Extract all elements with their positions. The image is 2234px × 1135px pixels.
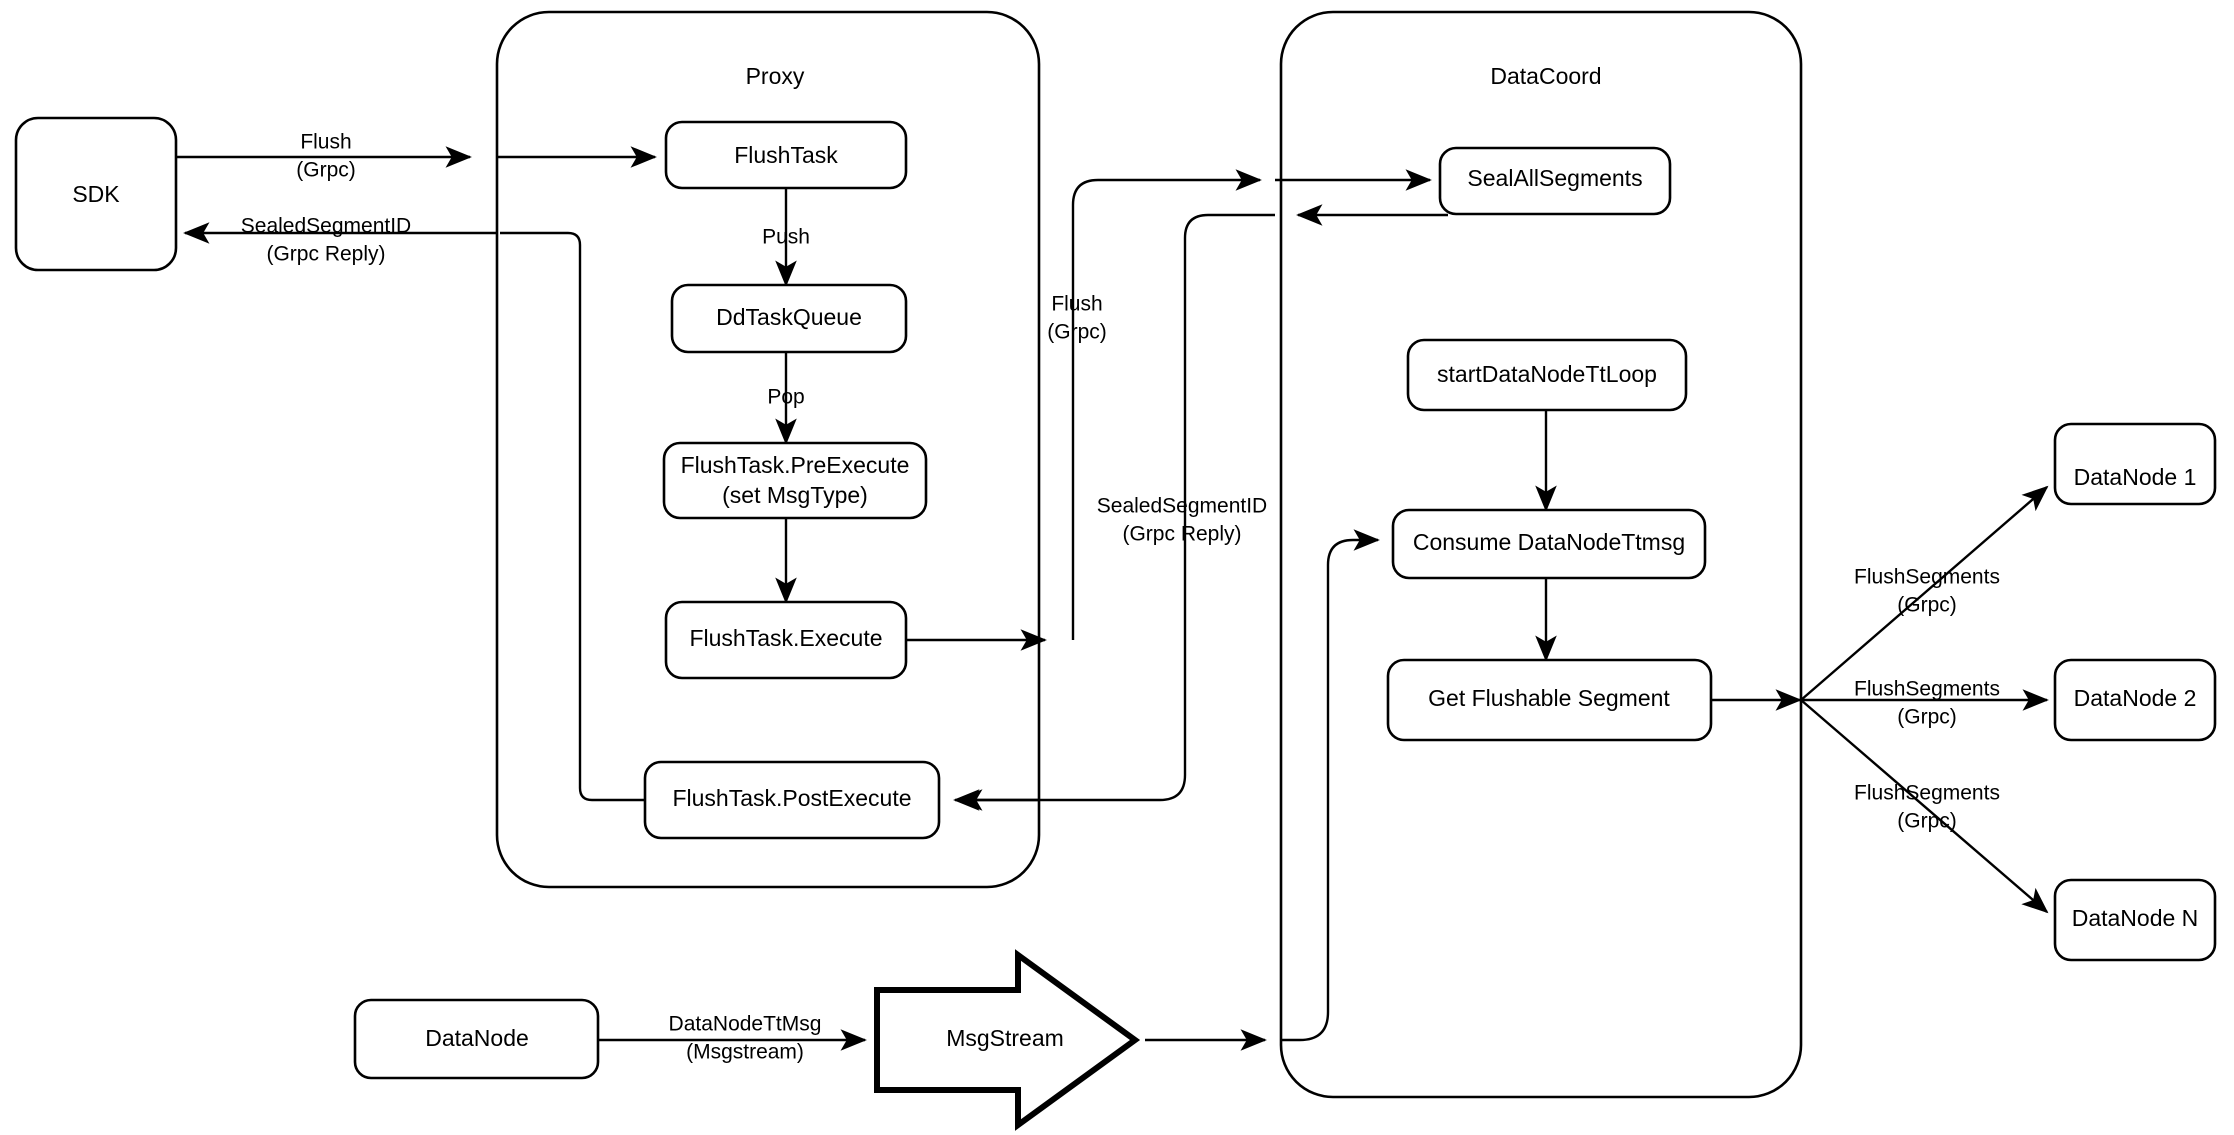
node-sealallsegments-label: SealAllSegments bbox=[1467, 165, 1642, 191]
datacoord-container-title: DataCoord bbox=[1490, 63, 1601, 89]
node-datanode-source-label: DataNode bbox=[425, 1025, 529, 1051]
edge-label-sdk-flush-line1: Flush bbox=[300, 131, 351, 154]
edge-flush-rail-to-datacoord bbox=[1071, 169, 1262, 640]
node-consume-datanode-ttmsg[interactable]: Consume DataNodeTtmsg bbox=[1391, 508, 1707, 580]
node-flushtask-preexecute-box[interactable] bbox=[662, 441, 928, 520]
edge-junction-to-datanode1 bbox=[1800, 485, 2049, 701]
edge-label-datanodettmsg-line2: (Msgstream) bbox=[686, 1041, 804, 1064]
node-flushtask-execute[interactable]: FlushTask.Execute bbox=[664, 600, 908, 680]
edge-label-flushsegments2-line1: FlushSegments bbox=[1854, 678, 2000, 701]
node-flushtask[interactable]: FlushTask bbox=[664, 120, 908, 190]
edge-postexecute-to-sdk-rail bbox=[500, 231, 645, 802]
node-startdatanodettloop-label: startDataNodeTtLoop bbox=[1437, 361, 1657, 387]
edge-label-sealedsegmentid-line2: (Grpc Reply) bbox=[1122, 523, 1241, 546]
node-msgstream-arrow-shape[interactable] bbox=[874, 949, 1141, 1131]
node-flushtask-postexecute[interactable]: FlushTask.PostExecute bbox=[643, 760, 941, 840]
node-startdatanodettloop-box[interactable] bbox=[1406, 338, 1688, 412]
node-datanode-1[interactable]: DataNode 1 bbox=[2053, 422, 2217, 506]
node-flushtask-label: FlushTask bbox=[734, 142, 838, 168]
node-sdk[interactable]: SDK bbox=[14, 116, 178, 272]
node-datanode-2-label: DataNode 2 bbox=[2074, 685, 2197, 711]
node-flushtask-execute-label: FlushTask.Execute bbox=[689, 625, 882, 651]
proxy-container: Proxy bbox=[495, 10, 1041, 889]
edge-label-flush-grpc-line1: Flush bbox=[1051, 293, 1102, 316]
node-datanode-n[interactable]: DataNode N bbox=[2053, 878, 2217, 962]
node-flushtask-box[interactable] bbox=[664, 120, 908, 190]
node-datanode-n-box[interactable] bbox=[2053, 878, 2217, 962]
datacoord-container-outline bbox=[1279, 10, 1803, 1099]
node-flushtask-postexecute-box[interactable] bbox=[643, 760, 941, 840]
edge-label-flushsegments2-line2: (Grpc) bbox=[1897, 706, 1957, 729]
node-msgstream[interactable]: MsgStream bbox=[874, 949, 1141, 1131]
edge-label-sdk-flush-line2: (Grpc) bbox=[296, 159, 356, 182]
node-datanode-2[interactable]: DataNode 2 bbox=[2053, 658, 2217, 742]
node-flushtask-preexecute-label-line2: (set MsgType) bbox=[722, 482, 868, 508]
node-consume-datanode-ttmsg-box[interactable] bbox=[1391, 508, 1707, 580]
proxy-container-title: Proxy bbox=[746, 63, 805, 89]
edge-label-pop: Pop bbox=[767, 386, 804, 409]
node-get-flushable-segment[interactable]: Get Flushable Segment bbox=[1386, 658, 1713, 742]
node-datanode-2-box[interactable] bbox=[2053, 658, 2217, 742]
node-sdk-label: SDK bbox=[72, 181, 120, 207]
edge-label-sdk-reply-line2: (Grpc Reply) bbox=[266, 243, 385, 266]
node-startdatanodettloop[interactable]: startDataNodeTtLoop bbox=[1406, 338, 1688, 412]
node-sealallsegments-box[interactable] bbox=[1438, 146, 1672, 216]
node-datanode-n-label: DataNode N bbox=[2072, 905, 2199, 931]
node-datanode-1-label: DataNode 1 bbox=[2074, 464, 2197, 490]
edge-label-push: Push bbox=[762, 226, 810, 249]
node-ddtaskqueue-label: DdTaskQueue bbox=[716, 304, 862, 330]
node-ddtaskqueue-box[interactable] bbox=[670, 283, 908, 354]
datacoord-container: DataCoord bbox=[1279, 10, 1803, 1099]
edge-label-datanodettmsg-line1: DataNodeTtMsg bbox=[669, 1013, 822, 1036]
node-sealallsegments[interactable]: SealAllSegments bbox=[1438, 146, 1672, 216]
node-get-flushable-segment-box[interactable] bbox=[1386, 658, 1713, 742]
edge-msgstream-rail-to-consume bbox=[1281, 529, 1380, 1042]
edge-label-flushsegments1-line1: FlushSegments bbox=[1854, 566, 2000, 589]
node-flushtask-postexecute-label: FlushTask.PostExecute bbox=[672, 785, 911, 811]
node-consume-datanode-ttmsg-label: Consume DataNodeTtmsg bbox=[1413, 529, 1685, 555]
node-flushtask-preexecute-label-line1: FlushTask.PreExecute bbox=[681, 452, 910, 478]
proxy-container-outline bbox=[495, 10, 1041, 889]
node-datanode-1-box[interactable] bbox=[2053, 422, 2217, 506]
edge-junction-to-datanoden bbox=[1800, 699, 2049, 914]
edge-reply-rail-to-proxy bbox=[953, 213, 1275, 811]
node-ddtaskqueue[interactable]: DdTaskQueue bbox=[670, 283, 908, 354]
edge-label-flushsegmentsn-line2: (Grpc) bbox=[1897, 810, 1957, 833]
node-datanode-source[interactable]: DataNode bbox=[353, 998, 600, 1080]
node-get-flushable-segment-label: Get Flushable Segment bbox=[1428, 685, 1670, 711]
edge-label-flushsegments1-line2: (Grpc) bbox=[1897, 594, 1957, 617]
edge-label-flushsegmentsn-line1: FlushSegments bbox=[1854, 782, 2000, 805]
node-msgstream-label: MsgStream bbox=[946, 1025, 1064, 1051]
node-flushtask-preexecute[interactable]: FlushTask.PreExecute (set MsgType) bbox=[662, 441, 928, 520]
node-datanode-source-box[interactable] bbox=[353, 998, 600, 1080]
edge-label-flush-grpc-line2: (Grpc) bbox=[1047, 321, 1107, 344]
edge-label-sealedsegmentid-line1: SealedSegmentID bbox=[1097, 495, 1267, 518]
node-sdk-box[interactable] bbox=[14, 116, 178, 272]
node-flushtask-execute-box[interactable] bbox=[664, 600, 908, 680]
edge-label-sdk-reply-line1: SealedSegmentID bbox=[241, 215, 411, 238]
